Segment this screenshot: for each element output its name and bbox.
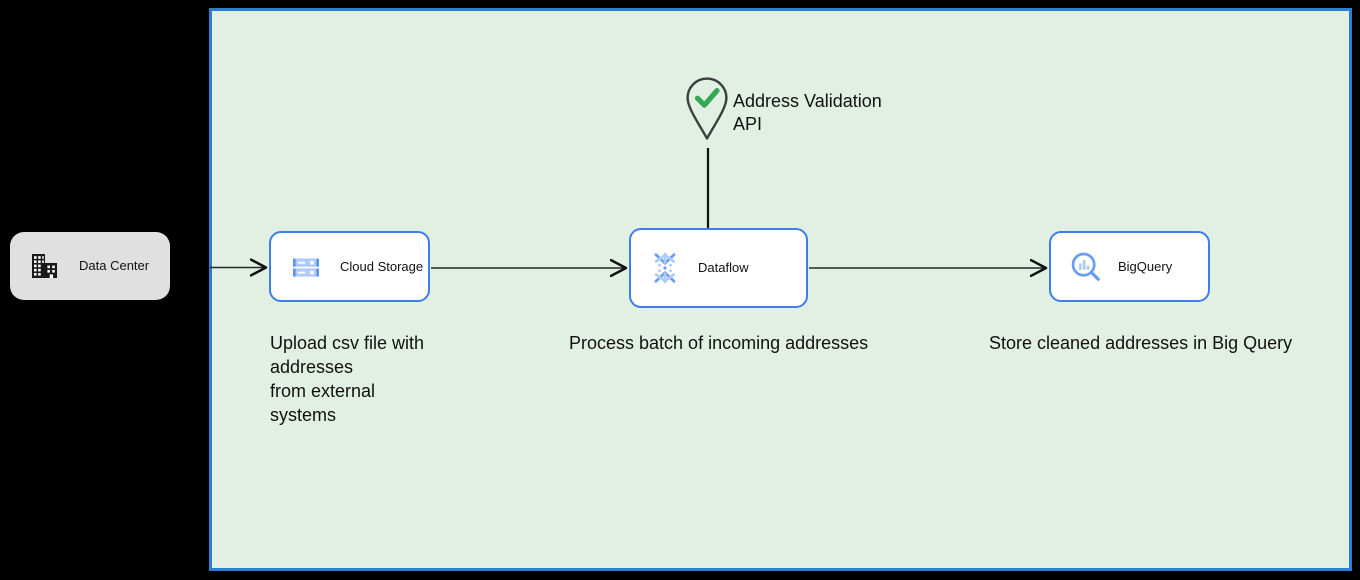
node-label: Dataflow bbox=[698, 260, 749, 276]
node-label: Data Center bbox=[79, 258, 150, 274]
caption-upload: Upload csv file with addresses from exte… bbox=[270, 333, 425, 425]
caption-store: Store cleaned addresses in Big Query bbox=[989, 333, 1293, 353]
node-dataflow[interactable]: Dataflow bbox=[629, 228, 808, 308]
node-data-center[interactable]: Data Center bbox=[10, 232, 170, 300]
map-pin-check-icon bbox=[685, 76, 729, 142]
node-label: Cloud Storage bbox=[340, 258, 424, 274]
dataflow-icon bbox=[648, 251, 682, 285]
bigquery-icon bbox=[1069, 250, 1102, 283]
node-address-validation-api[interactable]: Address Validation API bbox=[685, 76, 882, 142]
cloud-storage-icon bbox=[290, 251, 322, 283]
node-label: BigQuery bbox=[1118, 258, 1173, 274]
data-center-icon bbox=[28, 249, 62, 283]
node-bigquery[interactable]: BigQuery bbox=[1049, 231, 1210, 302]
node-cloud-storage[interactable]: Cloud Storage bbox=[269, 231, 430, 302]
service-label: Address Validation API bbox=[733, 91, 882, 134]
caption-process: Process batch of incoming addresses bbox=[569, 333, 869, 353]
